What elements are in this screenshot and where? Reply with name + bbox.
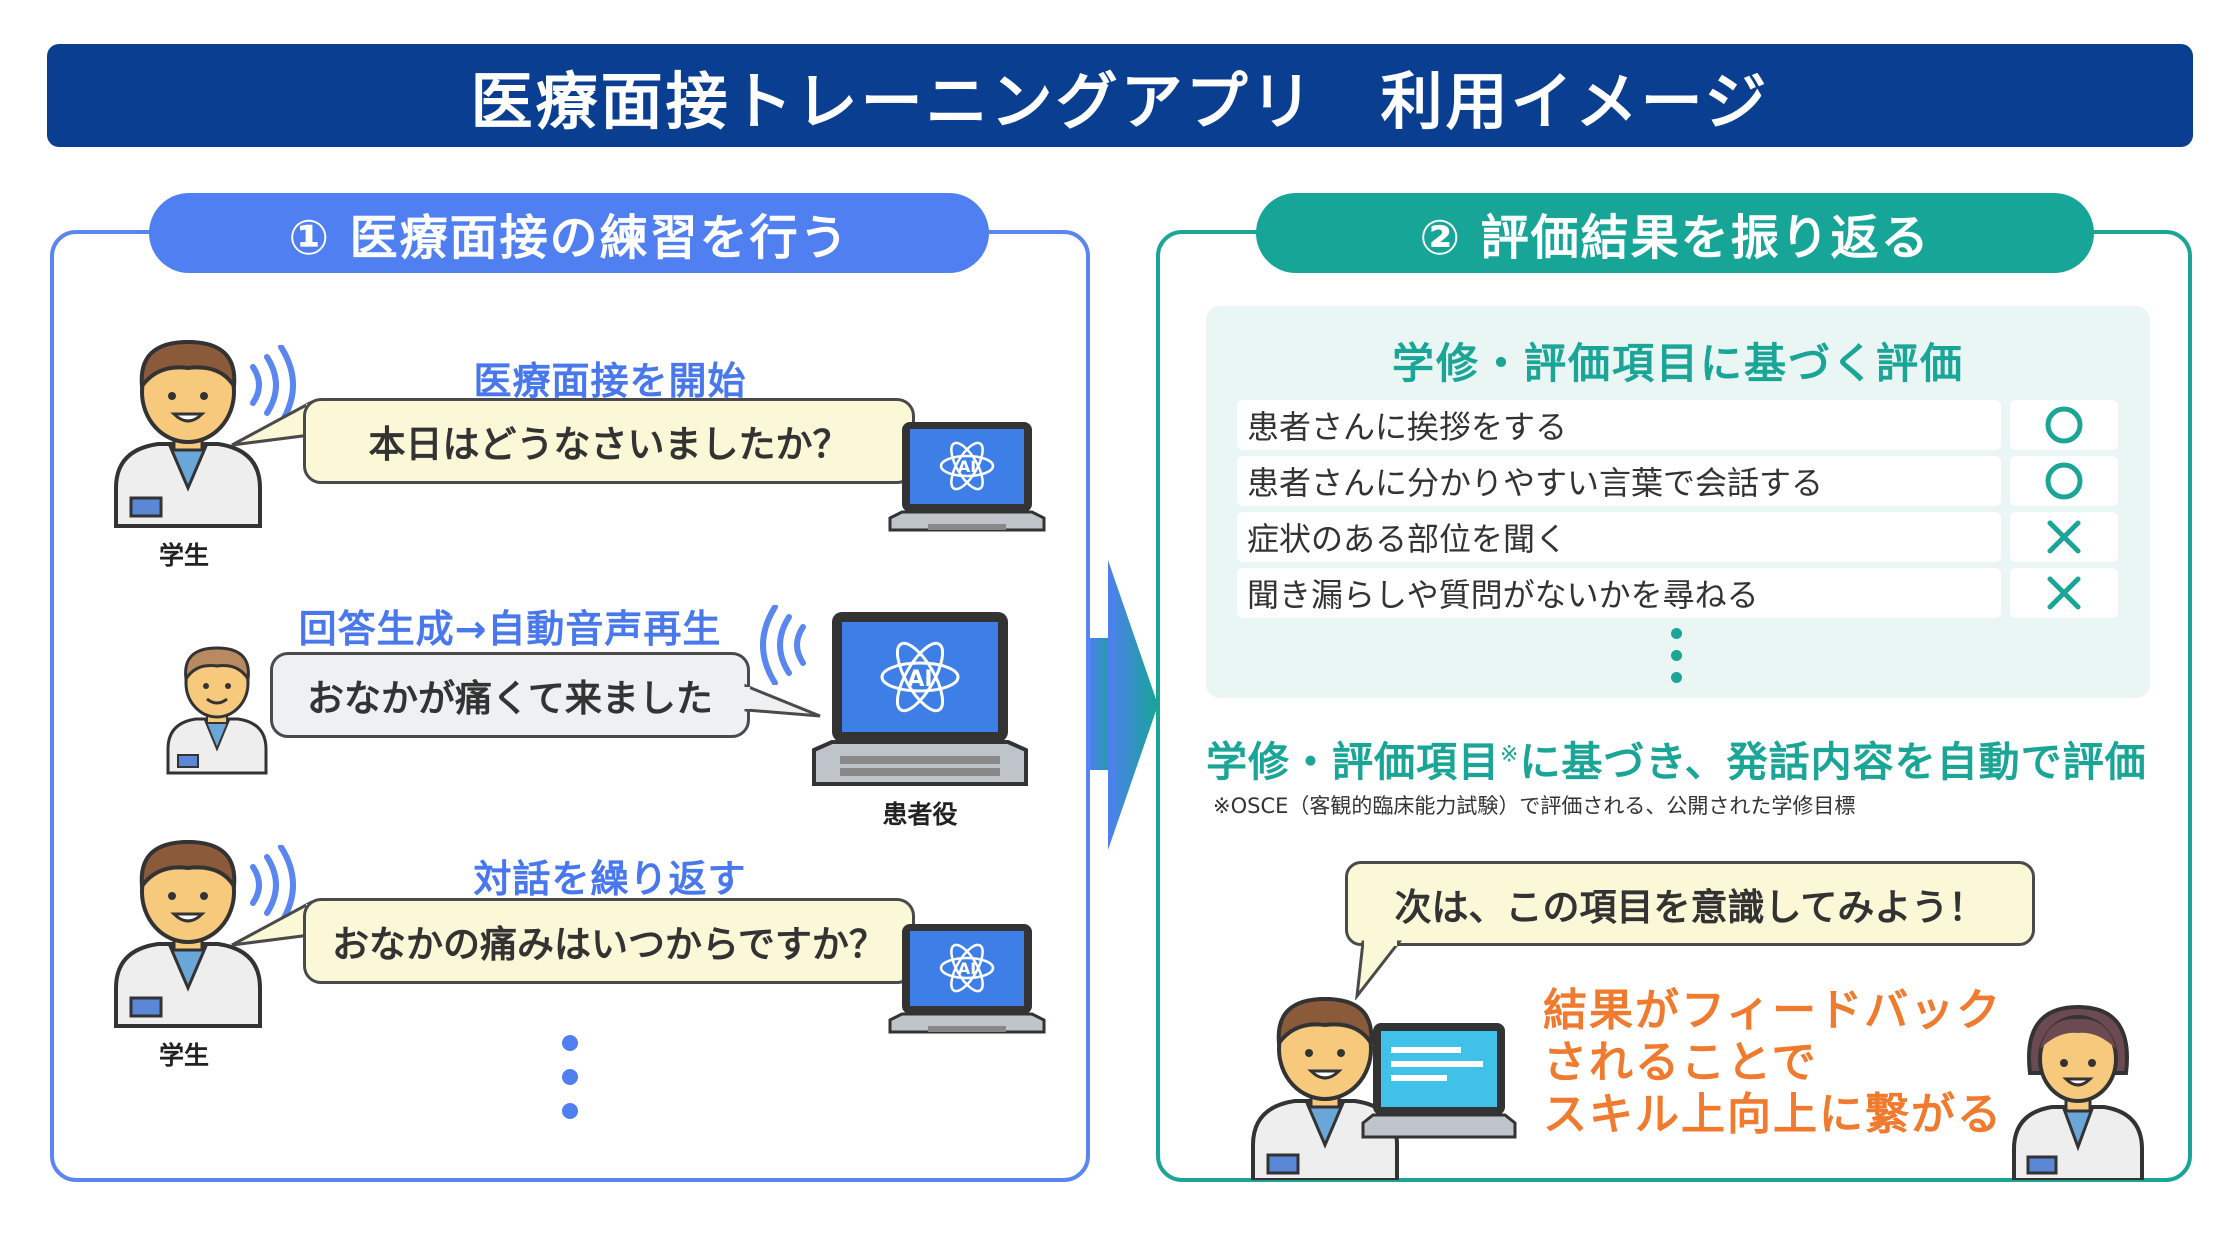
result-message: 結果がフィードバック されることで スキル上向上に繋がる: [1543, 985, 2003, 1140]
review-header: ② 評価結果を振り返る: [1256, 193, 2094, 273]
patient-avatar-icon: [166, 646, 268, 775]
student-avatar-icon: [114, 839, 262, 1028]
eval-item: 聞き漏らしや質問がないかを尋ねる: [1237, 568, 2001, 618]
step1-role-label: 学生: [158, 541, 209, 570]
step2-role-label: 患者役: [882, 800, 958, 829]
ellipsis-dot: [1671, 628, 1682, 639]
step3-label: 対話を繰り返す: [473, 857, 747, 901]
bubble-tail: [231, 900, 312, 947]
eval-item: 患者さんに分かりやすい言葉で会話する: [1237, 456, 2001, 506]
evaluation-note: 学修・評価項目※に基づき、発話内容を自動で評価: [1206, 738, 2147, 786]
step2-speech-bubble: おなかが痛くて来ました: [270, 652, 750, 738]
eval-item: 患者さんに挨拶をする: [1237, 400, 2001, 450]
ai-text: AI: [958, 457, 976, 476]
bubble-tail: [1355, 940, 1403, 1000]
svg-text:AI: AI: [907, 667, 932, 692]
cross-mark-icon: [2010, 568, 2118, 618]
svg-text:AI: AI: [958, 959, 976, 978]
bubble-tail: [231, 400, 312, 447]
student-avatar-icon: [114, 339, 262, 528]
student-with-laptop-icon: [1251, 996, 1517, 1180]
circle-mark-icon: [2010, 456, 2118, 506]
circle-mark-icon: [2010, 400, 2118, 450]
ellipsis-dot: [562, 1035, 578, 1051]
laptop-ai-icon: AI: [888, 924, 1046, 1034]
eval-item: 症状のある部位を聞く: [1237, 512, 2001, 562]
step1-speech-bubble: 本日はどうなさいましたか？: [303, 398, 915, 484]
bubble-tail: [744, 683, 821, 718]
laptop-ai-large-icon: AI: [812, 612, 1028, 786]
step3-speech-bubble: おなかの痛みはいつからですか？: [303, 898, 915, 984]
evaluation-title: 学修・評価項目に基づく評価: [1391, 339, 1964, 388]
ellipsis-dot: [1671, 650, 1682, 661]
osce-footnote: ※OSCE（客観的臨床能力試験）で評価される、公開された学修目標: [1213, 794, 1856, 818]
instructor-avatar-icon: [2012, 1004, 2144, 1180]
practice-header: ① 医療面接の練習を行う: [149, 193, 989, 273]
cross-mark-icon: [2010, 512, 2118, 562]
feedback-speech-bubble: 次は、この項目を意識してみよう！: [1345, 861, 2035, 946]
ellipsis-dot: [1671, 672, 1682, 683]
flow-arrow-icon: [1090, 560, 1158, 850]
step1-label: 医療面接を開始: [473, 359, 747, 403]
page-title: 医療面接トレーニングアプリ 利用イメージ: [47, 44, 2193, 147]
laptop-ai-icon: AI: [888, 422, 1046, 532]
step3-role-label: 学生: [158, 1041, 209, 1070]
ellipsis-dot: [562, 1069, 578, 1085]
sound-waves-icon: [760, 605, 806, 685]
ellipsis-dot: [562, 1103, 578, 1119]
step2-label: 回答生成→自動音声再生: [298, 607, 722, 651]
